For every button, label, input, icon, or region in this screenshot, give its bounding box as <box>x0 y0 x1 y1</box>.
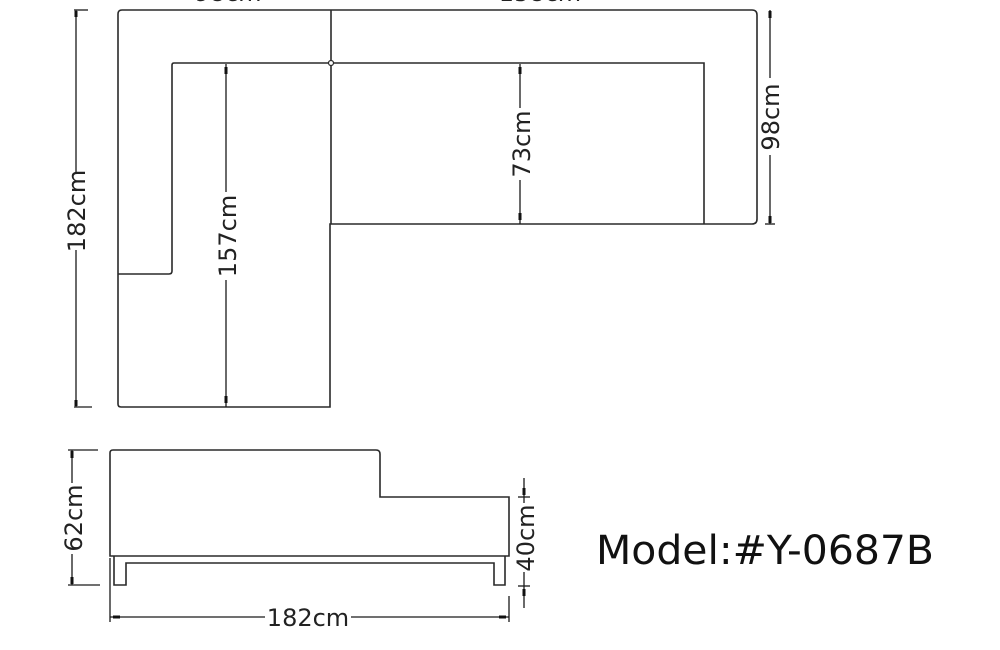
model-label: Model:#Y-0687B <box>596 528 934 574</box>
dim-total-height: 62cm <box>60 449 100 586</box>
dim-overall-depth: 182cm <box>63 9 92 408</box>
dim-seat-height: 40cm <box>512 478 540 608</box>
dim-label-top-right: 158cm <box>499 0 581 7</box>
plan-view <box>117 9 758 408</box>
dim-chaise-seat: 157cm <box>214 64 242 407</box>
dim-label-182cm-plan: 182cm <box>63 170 91 252</box>
dim-right-depth: 98cm <box>757 10 785 225</box>
dim-label-73cm: 73cm <box>508 110 536 177</box>
dim-label-157cm: 157cm <box>214 195 242 277</box>
side-outline <box>109 449 510 557</box>
dim-label-top-left: 98cm <box>194 0 261 7</box>
plan-outer-outline <box>117 9 758 408</box>
dim-label-40cm: 40cm <box>512 504 540 571</box>
side-view <box>109 449 510 586</box>
dim-label-62cm: 62cm <box>60 484 88 551</box>
side-base-frame <box>113 556 506 586</box>
dim-length: 182cm <box>109 558 510 632</box>
plan-junction-node <box>327 59 335 67</box>
dim-seat-depth: 73cm <box>508 64 536 224</box>
dim-label-182cm-side: 182cm <box>267 604 349 632</box>
dim-label-98cm-right: 98cm <box>757 83 785 150</box>
